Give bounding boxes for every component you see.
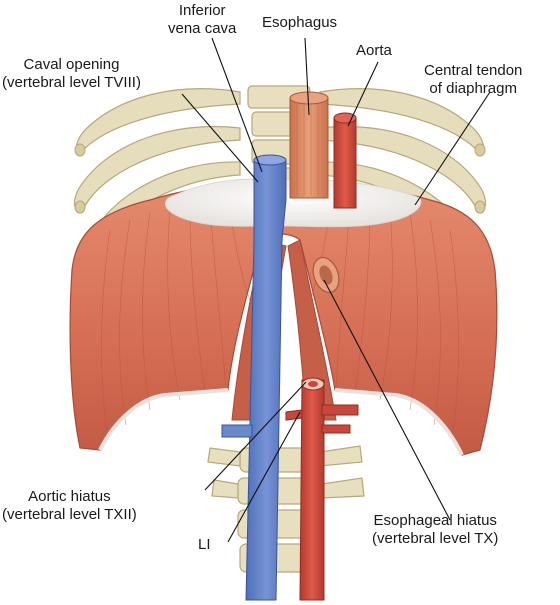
label-line: Central tendon bbox=[424, 62, 523, 79]
label-li: LI bbox=[198, 536, 211, 554]
label-line: (vertebral level TX) bbox=[372, 530, 499, 547]
label-esophagus: Esophagus bbox=[262, 14, 337, 32]
label-aortic-hiatus: Aortic hiatus (vertebral level TXII) bbox=[2, 488, 137, 524]
label-line: Esophagus bbox=[262, 14, 338, 31]
inferior-vena-cava-structure bbox=[221, 154, 287, 601]
label-caval-opening: Caval opening (vertebral level TVIII) bbox=[2, 56, 141, 92]
label-line: vena cava bbox=[168, 20, 237, 37]
label-aorta: Aorta bbox=[356, 42, 392, 60]
label-line: Aortic hiatus bbox=[28, 488, 111, 505]
label-line: LI bbox=[198, 536, 211, 553]
label-line: (vertebral level TXII) bbox=[2, 506, 137, 523]
label-line: Aorta bbox=[356, 42, 392, 59]
label-line: Esophageal hiatus bbox=[373, 512, 497, 529]
label-line: (vertebral level TVIII) bbox=[2, 74, 141, 91]
label-line: of diaphragm bbox=[429, 80, 517, 97]
leader-lines bbox=[181, 37, 491, 543]
label-inferior-vena-cava: Inferior vena cava bbox=[168, 2, 236, 38]
label-line: Caval opening bbox=[23, 56, 120, 73]
label-line: Inferior bbox=[178, 2, 226, 19]
aorta-structure bbox=[285, 112, 359, 601]
label-esophageal-hiatus: Esophageal hiatus (vertebral level TX) bbox=[372, 512, 498, 548]
label-central-tendon: Central tendon of diaphragm bbox=[424, 62, 522, 98]
esophagus-structure bbox=[289, 91, 340, 294]
